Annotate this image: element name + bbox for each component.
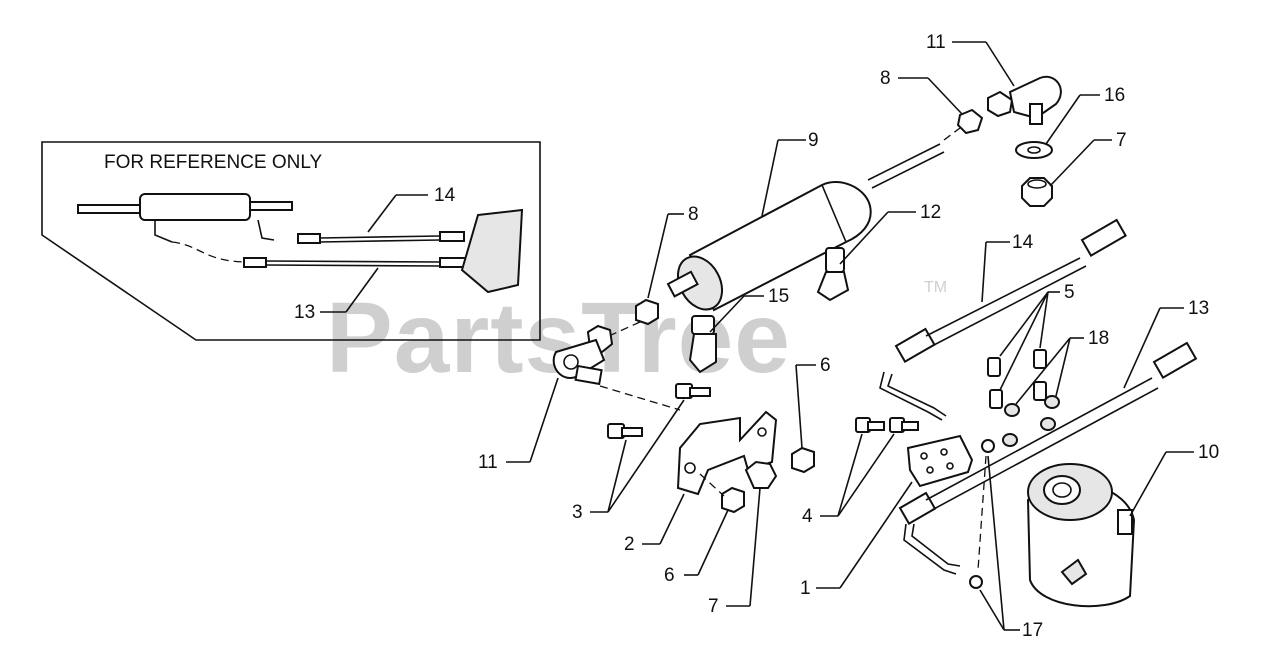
inset-title: FOR REFERENCE ONLY — [104, 152, 323, 173]
bolt-4-left — [855, 417, 885, 433]
callout-5: 5 — [1064, 282, 1075, 303]
callout-3: 3 — [572, 502, 583, 523]
reference-inset: FOR REFERENCE ONLY 14 13 — [41, 141, 541, 341]
o-ring-17 — [969, 575, 983, 589]
callout-2: 2 — [624, 534, 635, 555]
callout-9: 9 — [808, 130, 819, 151]
inset-callout-14: 14 — [434, 185, 456, 206]
elbow-fitting-15 — [688, 315, 717, 374]
callout-6-bottom: 6 — [664, 565, 675, 586]
inset-fitting-right — [257, 219, 275, 241]
tie-rod-end-top — [987, 75, 1062, 125]
mounting-plate-1 — [906, 434, 974, 488]
inset-hose14-nut-right — [439, 231, 465, 242]
callout-1: 1 — [800, 578, 811, 599]
hose-13 — [898, 341, 1198, 575]
callout-12: 12 — [920, 202, 941, 223]
callout-11-left: 11 — [478, 452, 498, 473]
inset-hose-14 — [319, 235, 441, 239]
inset-hose-dash — [171, 241, 249, 263]
callout-11-top: 11 — [926, 32, 946, 53]
washer-16 — [1015, 141, 1053, 159]
bolt-3-upper — [675, 383, 711, 399]
elbow-fitting-12 — [816, 247, 850, 302]
inset-fitting-left — [154, 220, 173, 243]
inset-rod-end — [249, 201, 293, 211]
bolt-4-right — [889, 417, 919, 433]
callout-13: 13 — [1188, 298, 1209, 319]
inset-border — [41, 141, 541, 341]
callout-4: 4 — [802, 506, 813, 527]
steering-valve-10 — [1026, 463, 1136, 608]
watermark-trademark: TM — [924, 279, 947, 296]
inset-hose14-nut-left — [297, 233, 321, 244]
callout-16: 16 — [1104, 85, 1125, 106]
inset-hose13-nut-right — [439, 257, 467, 268]
callout-6-right: 6 — [820, 355, 831, 376]
bolts-5-washers-18 — [981, 349, 1060, 453]
inset-steering-valve — [460, 208, 524, 294]
callout-10: 10 — [1198, 442, 1219, 463]
inset-cylinder — [139, 193, 251, 221]
callout-7-top: 7 — [1116, 130, 1127, 151]
hose-14 — [879, 218, 1128, 421]
inset-hose13-nut-left — [243, 257, 267, 268]
callout-leaders — [506, 41, 1194, 631]
inset-rod — [77, 204, 141, 214]
callout-8-top: 8 — [880, 68, 891, 89]
callout-7-bottom: 7 — [708, 596, 719, 617]
callout-18: 18 — [1088, 328, 1109, 349]
callout-8-mid: 8 — [688, 204, 699, 225]
cylinder-body — [688, 180, 872, 312]
inset-callout-13: 13 — [294, 302, 315, 323]
bolt-3-lower — [607, 423, 643, 439]
nut-7-top — [1021, 177, 1053, 207]
tie-rod-end-left — [552, 324, 614, 386]
bracket-2 — [676, 410, 778, 496]
hydraulic-cylinder — [666, 143, 945, 312]
nut-8-mid — [635, 298, 659, 326]
nut-6-right — [791, 446, 815, 474]
callout-17: 17 — [1022, 620, 1043, 641]
nut-7-bottom — [744, 460, 778, 489]
callout-14: 14 — [1012, 232, 1034, 253]
callout-numbers: 11 8 16 7 9 8 12 15 14 5 13 18 6 11 10 3… — [478, 32, 1219, 641]
callout-15: 15 — [768, 286, 789, 307]
nut-6-bottom — [721, 486, 745, 514]
nut-8-top — [956, 108, 984, 135]
inset-hose-13 — [265, 260, 441, 263]
